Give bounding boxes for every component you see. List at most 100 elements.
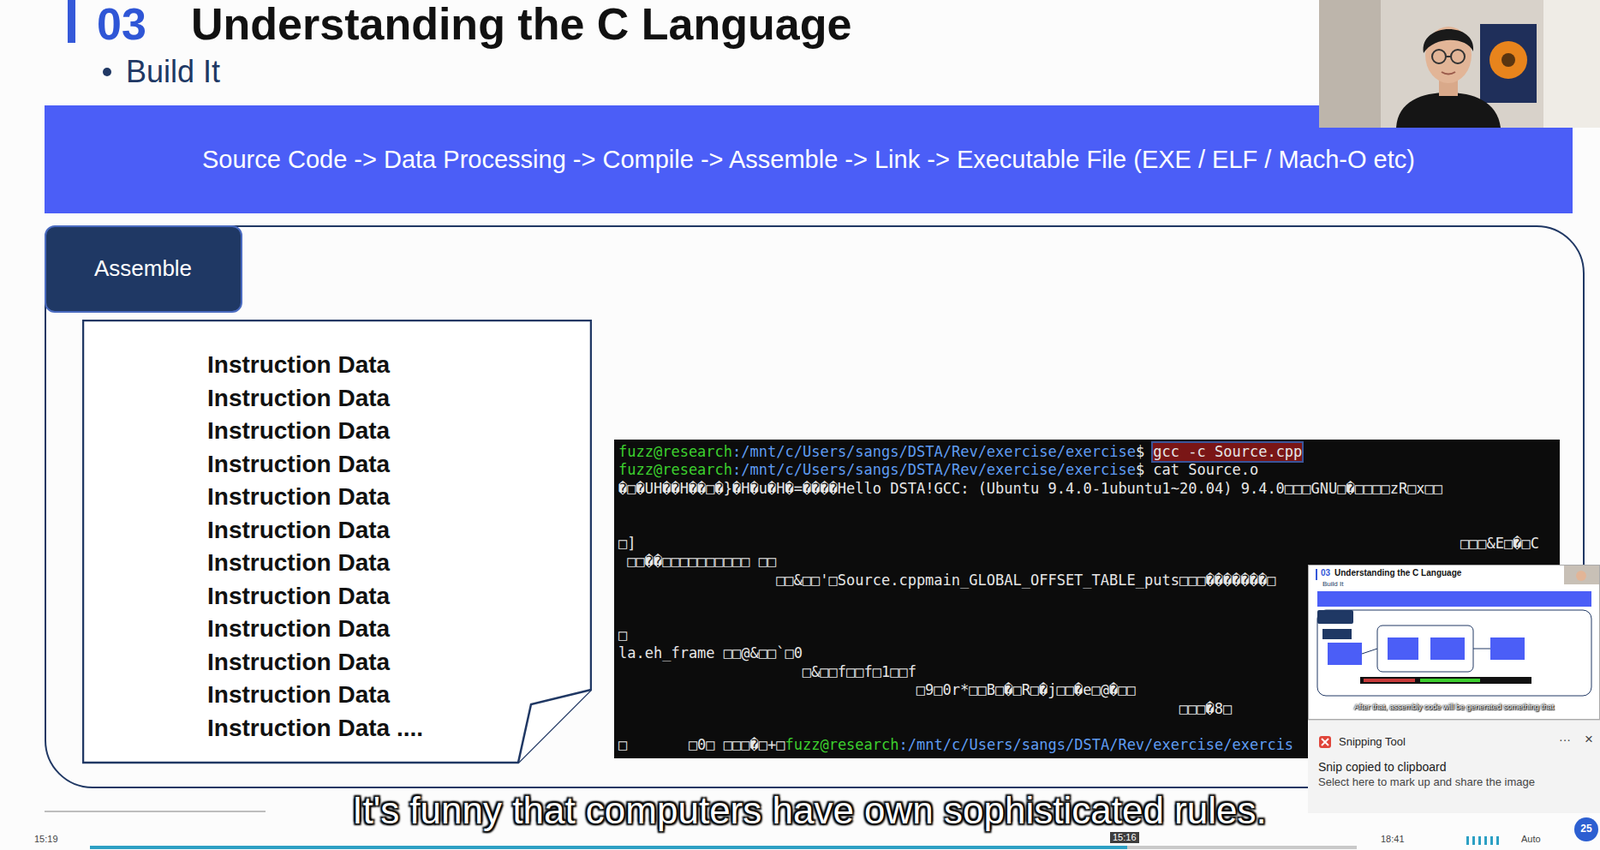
subtitle-caption: It's funny that computers have own sophi… [352,791,1266,830]
terminal-text: fuzz@research [784,735,899,754]
notification-text: Snipping Tool [1338,735,1406,749]
thumbnail-shape [1317,609,1592,696]
notification-text: Snip copied to clipboard [1318,759,1446,774]
thumbnail-shape [1317,591,1592,607]
app-icon [1318,734,1332,749]
thumbnail-preview: 03Understanding the C LanguageBuild It Af… [1307,564,1600,720]
thumbnail-shape [1377,625,1474,672]
notification-text: × [1584,730,1594,748]
instruction-line: Instruction Data [207,482,390,512]
slide-title: Understanding the C Language [191,0,852,49]
terminal-text: □□��□□□□□□□□□□ □□ [626,552,777,571]
highlighted-command: gcc -c Source.cpp [1152,442,1302,461]
notification-text: Select here to mark up and share the ima… [1318,776,1535,789]
terminal-row: □□&□□'□Source.cppmain_GLOBAL_OFFSET_TABL… [618,571,1277,590]
progress-bar [89,845,1357,849]
terminal-row: □□□&E□�□C [1460,534,1540,553]
notification-panel: Snipping Tool ··· × Snip copied to clipboar… [1307,719,1600,813]
thumbnail-shape [1317,609,1354,624]
terminal-text: □□&□□'□Source.cppmain_GLOBAL_OFFSET_TABL… [776,571,1276,590]
bullet-dot [102,67,112,77]
terminal-row: la.eh_frame □□@&□□`□0 [618,644,803,663]
thumbnail-text: Understanding the C Language [1334,567,1462,579]
terminal-text: □□□�8□ [1179,699,1232,718]
terminal-text: fuzz@research [618,442,733,461]
badge-circle [1574,817,1599,842]
thumbnail-shape [1327,642,1362,665]
divider-line [44,810,266,812]
terminal-row: □□□�8□ [618,699,1232,718]
thumbnail-text: 03 [1320,567,1331,579]
thumbnail-shape [1363,678,1415,682]
quality-setting: Auto [1521,833,1541,845]
thumbnail-text: After that, assembly code will be genera… [1308,702,1600,712]
terminal-text: la.eh_frame □□@&□□`□0 [618,644,803,663]
terminal-row: �□�UH��H��□�}�H�u�H�=����Hello DSTA!GCC:… [618,479,1443,498]
instruction-line: Instruction Data [207,416,390,446]
terminal-row: □&□□f□□f□1□□f [618,662,917,681]
terminal-text: $ [1135,460,1145,479]
terminal-text: □&□□f□□f□1□□f [802,662,917,681]
volume-bars [1466,835,1499,845]
instruction-line: Instruction Data [207,647,390,677]
instruction-line: Instruction Data [207,680,390,710]
notification-text: ··· [1558,732,1571,747]
process-steps: Source Code -> Data Processing -> Compil… [202,145,1415,174]
tab-label: Assemble [94,255,192,282]
thumbnail-shape [1564,565,1600,585]
instruction-line: Instruction Data [207,614,390,644]
terminal-row: □ [618,626,627,645]
terminal-row: □□��□□□□□□□□□□ □□ [618,552,777,571]
thumbnail-shape [1420,678,1481,682]
terminal-text: □9□0r*□□B□�□R□�j□□�e□@�□□ [916,680,1136,699]
icon-scissors [1321,738,1329,746]
terminal-text: fuzz@research [618,460,733,479]
section-tab: Assemble [44,225,243,313]
thumbnail-shape [1576,570,1587,581]
thumbnail-shape [1490,637,1525,660]
badge-count: 25 [1576,822,1597,836]
terminal-row: □ □0□ □□□�□+□fuzz@research:/mnt/c/Users/… [618,735,1294,754]
instruction-line: Instruction Data [207,350,390,380]
terminal-text: :/mnt/c/Users/sangs/DSTA/Rev/exercise/ex… [899,735,1295,754]
webcam-feed [1319,0,1600,128]
thumbnail-shape [1315,568,1318,580]
current-time: 15:19 [34,833,59,845]
thumbnail-shape [1361,648,1378,654]
terminal-text: □ □0□ □□□�□+□ [618,735,785,754]
thumbnail-shape [1387,637,1419,660]
thumbnail-shape [1430,637,1465,660]
terminal-row: fuzz@research:/mnt/c/Users/sangs/DSTA/Re… [618,460,1259,479]
thumbnail-shape [1473,648,1491,650]
terminal-text: $ [1135,442,1145,461]
thumbnail-shape [1360,676,1532,684]
terminal-text: □□□&E□�□C [1460,534,1540,553]
terminal-text: �□�UH��H��□�}�H�u�H�=����Hello DSTA!GCC:… [618,479,1443,498]
terminal-text: □] [618,534,636,553]
thumbnail-text: Build It [1322,579,1344,589]
instruction-line: Instruction Data [207,581,390,611]
terminal-text: cat Source.o [1152,460,1259,479]
total-time: 18:41 [1380,833,1405,845]
page-outline [83,320,592,763]
terminal-row: □] [618,534,636,553]
document-shape: Instruction DataInstruction DataInstruct… [82,319,592,803]
instruction-line: Instruction Data [207,515,390,545]
thumbnail-slide [1308,565,1600,719]
terminal-text: :/mnt/c/Users/sangs/DSTA/Rev/exercise/ex… [732,460,1136,479]
terminal-row: fuzz@research:/mnt/c/Users/sangs/DSTA/Re… [618,442,1302,461]
instruction-line: Instruction Data .... [207,713,424,743]
terminal-text: □ [618,626,627,645]
time-tooltip: 15:16 [1110,831,1140,843]
instruction-line: Instruction Data [207,383,390,413]
icon-frame [1319,735,1332,748]
instruction-line: Instruction Data [207,449,390,479]
thumbnail-shape [1322,628,1352,639]
accent-bar [67,0,76,43]
subtitle: Build It [125,53,221,90]
terminal-row: □9□0r*□□B□�□R□�j□□�e□@�□□ [618,680,1136,699]
page-fold [518,689,592,763]
terminal-text: :/mnt/c/Users/sangs/DSTA/Rev/exercise/ex… [732,442,1136,461]
instruction-line: Instruction Data [207,548,390,578]
